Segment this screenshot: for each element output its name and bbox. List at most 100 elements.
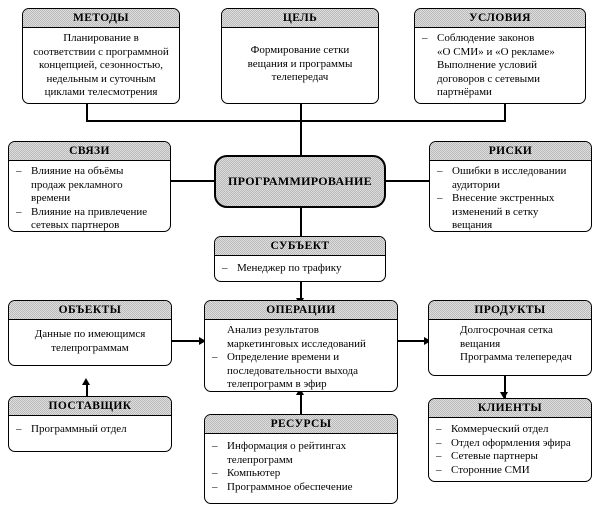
text-line: Выполнение условий [437,59,537,71]
text-line: партнёрами [437,86,492,98]
text-line: Сетевые партнеры [451,450,538,462]
node-operations-body: – Анализ результатов маркетинговых иссле… [205,320,397,391]
node-links-header: СВЯЗИ [9,142,170,161]
text-line: Внесение экстренных [452,192,555,204]
connector-objects-to-operations [172,340,204,342]
text-line: концепцией, сезонностью, [39,59,163,71]
bullet-list: – Менеджер по трафику [220,262,380,276]
connector-products-to-clients [504,376,506,398]
arrowhead-operations-to-products [424,337,431,345]
node-conditions-header: УСЛОВИЯ [415,9,585,28]
list-item: – Программное обеспечение [210,481,392,495]
text-line: телепрограмм в эфир [227,378,327,390]
bullet-list: – Программный отдел [14,423,166,437]
connector-top-bus [86,120,506,122]
text-line: вещания [460,337,501,350]
text-line: телепрограммам [51,341,129,354]
list-item: – Выполнение условий договоров с сетевым… [420,59,580,100]
node-methods[interactable]: МЕТОДЫ Планирование в соответствии с про… [22,8,180,104]
node-risks-body: – Ошибки в исследовании аудитории – Внес… [430,161,591,231]
text-line: договоров с сетевыми [437,72,541,85]
text-line: телепрограмм [227,453,293,466]
node-programming[interactable]: ПРОГРАММИРОВАНИЕ [214,155,386,208]
node-links-body: – Влияние на объёмы продаж рекламного вр… [9,161,170,231]
dash-marker: – [212,440,218,452]
node-goal[interactable]: ЦЕЛЬ Формирование сетки вещания и програ… [221,8,379,104]
dash-marker: – [436,436,442,449]
bullet-list: – Анализ результатов маркетинговых иссле… [210,324,392,391]
node-clients-body: – Коммерческий отдел – Отдел оформления … [429,418,591,480]
text-line: Коммерческий отдел [451,423,549,435]
list-item: – Сторонние СМИ [434,464,586,478]
node-resources[interactable]: РЕСУРСЫ – Информация о рейтингах телепро… [204,414,398,504]
list-item: – Долгосрочная сетка вещания [443,324,586,351]
node-risks-header: РИСКИ [430,142,591,161]
text-line: Влияние на привлечение [31,205,148,218]
text-line: Сторонние СМИ [451,463,530,476]
node-conditions-body: – Соблюдение законов «О СМИ» и «О реклам… [415,28,585,103]
connector-links-to-center [170,180,215,182]
text-line: Программное обеспечение [227,480,353,493]
dash-marker: – [212,467,218,479]
node-resources-header: РЕСУРСЫ [205,415,397,434]
list-item: – Внесение экстренных изменений в сетку … [435,192,586,231]
node-operations[interactable]: ОПЕРАЦИИ – Анализ результатов маркетинго… [204,300,398,392]
node-goal-body: Формирование сетки вещания и программы т… [222,28,378,88]
text-line: Данные по имеющимся [34,328,146,340]
dash-marker: – [16,205,22,218]
node-products[interactable]: ПРОДУКТЫ – Долгосрочная сетка вещания – … [428,300,592,376]
text-line: маркетинговых исследований [227,337,366,350]
text-line: телепередач [271,71,329,83]
node-products-header: ПРОДУКТЫ [429,301,591,320]
dash-marker: – [422,32,428,44]
text-line: Долгосрочная сетка [460,324,553,336]
list-item: – Менеджер по трафику [220,262,380,276]
node-methods-body: Планирование в соответствии с программно… [23,28,179,103]
text-line: Информация о рейтингах [227,440,347,452]
bullet-list: – Долгосрочная сетка вещания – Программа… [443,324,586,365]
bullet-list: – Соблюдение законов «О СМИ» и «О реклам… [420,32,580,100]
node-objects-body: Данные по имеющимся телепрограммам [9,320,171,358]
bullet-list: – Коммерческий отдел – Отдел оформления … [434,423,586,477]
bullet-list: – Информация о рейтингах телепрограмм – … [210,440,392,494]
text-line: вещания и программы [247,57,353,70]
connector-subject-to-operations [300,282,302,304]
list-item: – Программный отдел [14,423,166,437]
text-line: Компьютер [227,467,281,479]
node-subject[interactable]: СУБЪЕКТ – Менеджер по трафику [214,236,386,282]
bullet-list: – Ошибки в исследовании аудитории – Внес… [435,165,586,231]
text-line: сетевых партнеров [31,219,120,231]
connector-center-to-subject [300,208,302,236]
connector-conditions-stub [504,104,506,122]
text-line: Анализ результатов [227,324,319,336]
node-programming-label: ПРОГРАММИРОВАНИЕ [228,174,372,188]
node-conditions[interactable]: УСЛОВИЯ – Соблюдение законов «О СМИ» и «… [414,8,586,104]
text-line: соответствии с программной [33,45,169,58]
dash-marker: – [437,165,443,177]
list-item: – Коммерческий отдел [434,423,586,437]
list-item: – Анализ результатов маркетинговых иссле… [210,324,392,351]
node-links[interactable]: СВЯЗИ – Влияние на объёмы продаж рекламн… [8,141,171,232]
text-line: «О СМИ» и «О рекламе» [437,45,555,58]
text-line: циклами телесмотрения [44,86,158,98]
node-risks[interactable]: РИСКИ – Ошибки в исследовании аудитории … [429,141,592,232]
arrowhead-products-to-clients [500,392,508,399]
dash-marker: – [212,480,218,493]
arrowhead-supplier-to-objects [82,378,90,385]
text-line: Ошибки в исследовании [452,165,567,177]
node-clients-header: КЛИЕНТЫ [429,399,591,418]
text-line: недельным и суточным [46,72,156,85]
text-line: вещания [452,219,493,231]
text-line: Влияние на объёмы [31,165,124,177]
dash-marker: – [436,463,442,476]
text-line: аудитории [452,178,501,191]
node-clients[interactable]: КЛИЕНТЫ – Коммерческий отдел – Отдел офо… [428,398,592,482]
text-line: продаж рекламного [31,178,123,191]
dash-marker: – [222,262,228,274]
text-line: Формирование сетки [250,44,350,56]
node-supplier[interactable]: ПОСТАВЩИК – Программный отдел [8,396,172,452]
dash-marker: – [16,423,22,435]
node-objects[interactable]: ОБЪЕКТЫ Данные по имеющимся телепрограмм… [8,300,172,366]
connector-supplier-to-objects [86,382,88,398]
